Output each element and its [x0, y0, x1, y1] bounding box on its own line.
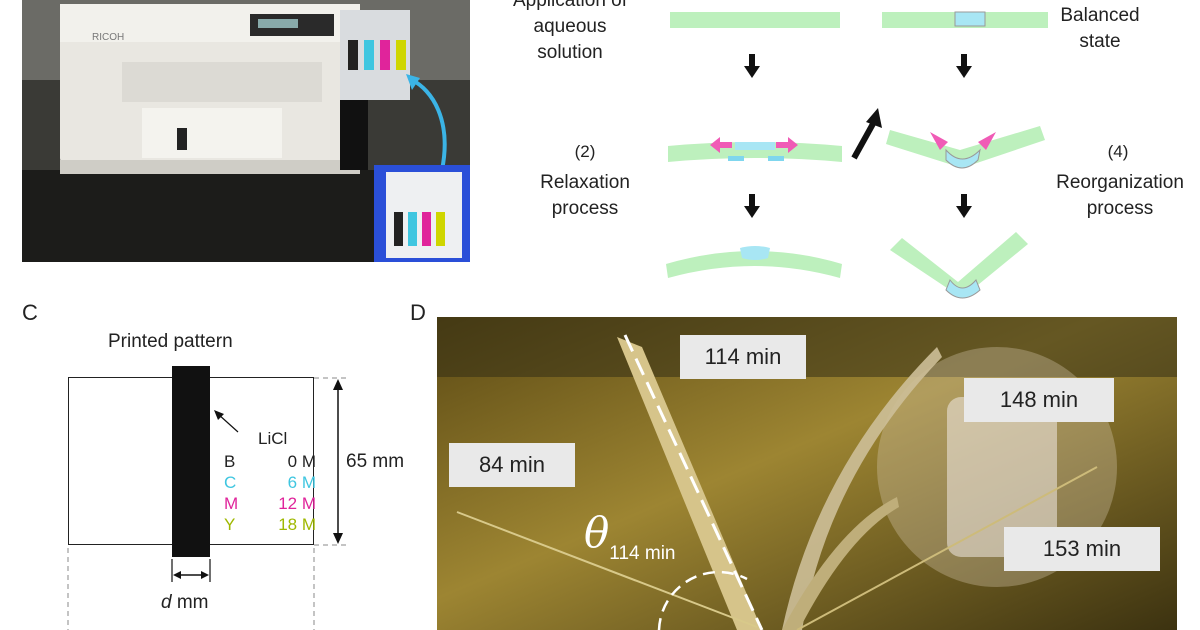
legend-concentration: 12 M — [278, 494, 316, 513]
step4-number: (4) — [1107, 142, 1129, 161]
strip-step2-result — [666, 251, 842, 278]
legend-ink: Y — [224, 515, 236, 534]
printer-photo: RICOH — [22, 0, 470, 262]
legend-ink: C — [224, 473, 237, 492]
ink-legend: B 0 M C 6 M M 12 M Y 18 M — [224, 451, 316, 535]
time-label-153: 153 min — [1004, 527, 1160, 571]
down-arrow-icon — [956, 54, 972, 78]
legend-row-c: C 6 M — [224, 472, 316, 493]
pink-expand-arrows-icon — [710, 137, 798, 153]
width-label: d mm — [161, 592, 209, 614]
legend-concentration: 0 M — [287, 452, 316, 471]
width-dimension-arrow-icon — [171, 559, 211, 582]
diagonal-up-arrow-icon — [851, 108, 882, 160]
panel-d-letter: D — [410, 300, 426, 325]
mechanism-schematic — [666, 11, 1048, 299]
printer-photo-drawing: RICOH — [22, 0, 470, 262]
step3-label-line2: state — [1079, 31, 1121, 52]
bending-photo — [437, 317, 1177, 630]
step2-label: Relaxation process — [510, 170, 660, 222]
down-arrow-icon — [744, 194, 760, 218]
step4-label-line1: Reorganization — [1056, 172, 1184, 193]
legend-concentration: 18 M — [278, 515, 316, 534]
step2-label-line2: process — [551, 198, 619, 219]
theta-label: θ114 min — [584, 508, 675, 565]
step3-label: Balanced state — [1040, 3, 1160, 55]
down-arrow-icon — [956, 194, 972, 218]
step4-label-line2: process — [1086, 198, 1154, 219]
time-label-114: 114 min — [680, 335, 806, 379]
width-variable: d — [161, 592, 172, 613]
down-arrow-icon — [744, 54, 760, 78]
step1-label-line2: aqueous — [533, 16, 607, 37]
strip-step2 — [668, 142, 842, 162]
strip-step1 — [670, 12, 840, 28]
height-dimension-arrow-icon — [333, 379, 343, 544]
solution-drop-step3 — [954, 11, 986, 27]
time-label-84: 84 min — [449, 443, 575, 487]
legend-row-b: B 0 M — [224, 451, 316, 472]
bending-photo-drawing — [437, 317, 1177, 630]
pointer-arrow-icon — [214, 410, 239, 433]
legend-row-m: M 12 M — [224, 493, 316, 514]
printed-pattern-title: Printed pattern — [108, 331, 233, 352]
step2-number: (2) — [574, 142, 596, 161]
legend-ink: B — [224, 452, 236, 471]
panel-c-letter: C — [22, 300, 38, 325]
licl-header: LiCl — [258, 429, 288, 448]
theta-subscript: 114 min — [609, 543, 676, 564]
step1-label: Application of aqueous solution — [490, 0, 650, 66]
theta-symbol: θ — [584, 508, 610, 557]
strip-step4-result — [890, 232, 1028, 298]
legend-ink: M — [224, 494, 239, 513]
step1-label-line1: Application of — [512, 0, 628, 11]
printed-stripe — [172, 366, 210, 557]
svg-text:RICOH: RICOH — [92, 32, 124, 43]
height-label: 65 mm — [346, 451, 405, 472]
step4-label: Reorganization process — [1040, 170, 1200, 222]
solution-step2 — [735, 142, 775, 150]
time-label-148: 148 min — [964, 378, 1114, 422]
strip-step4 — [886, 126, 1045, 168]
width-unit: mm — [171, 592, 209, 613]
legend-row-y: Y 18 M — [224, 514, 316, 535]
legend-concentration: 6 M — [287, 473, 316, 492]
step3-label-line1: Balanced — [1060, 5, 1140, 26]
step2-label-line1: Relaxation — [540, 172, 630, 193]
step1-label-line3: solution — [537, 42, 603, 63]
pink-contract-arrows-icon — [930, 132, 996, 150]
panel-c-annotations — [67, 377, 348, 630]
